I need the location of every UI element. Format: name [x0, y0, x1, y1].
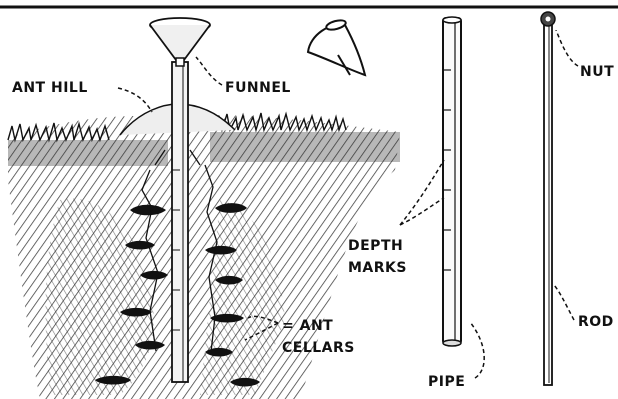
- label-depth-marks-line2: MARKS: [348, 260, 407, 276]
- funnel: [150, 18, 210, 66]
- nut-icon: [541, 12, 555, 26]
- label-ant-hill: ANT HILL: [12, 80, 88, 96]
- label-rod: ROD: [578, 314, 614, 330]
- pipe-in-ground: [172, 62, 188, 382]
- label-nut: NUT: [580, 64, 614, 80]
- label-ant-cellars-line2: CELLARS: [282, 340, 355, 356]
- label-funnel: FUNNEL: [225, 80, 291, 96]
- pipe: [443, 17, 461, 346]
- funnel-icon: [308, 19, 365, 75]
- label-depth-marks-line1: DEPTH: [348, 238, 403, 254]
- rod: [544, 22, 552, 385]
- label-ant-cellars-line1: = ANT: [282, 318, 333, 334]
- label-pipe: PIPE: [428, 374, 465, 390]
